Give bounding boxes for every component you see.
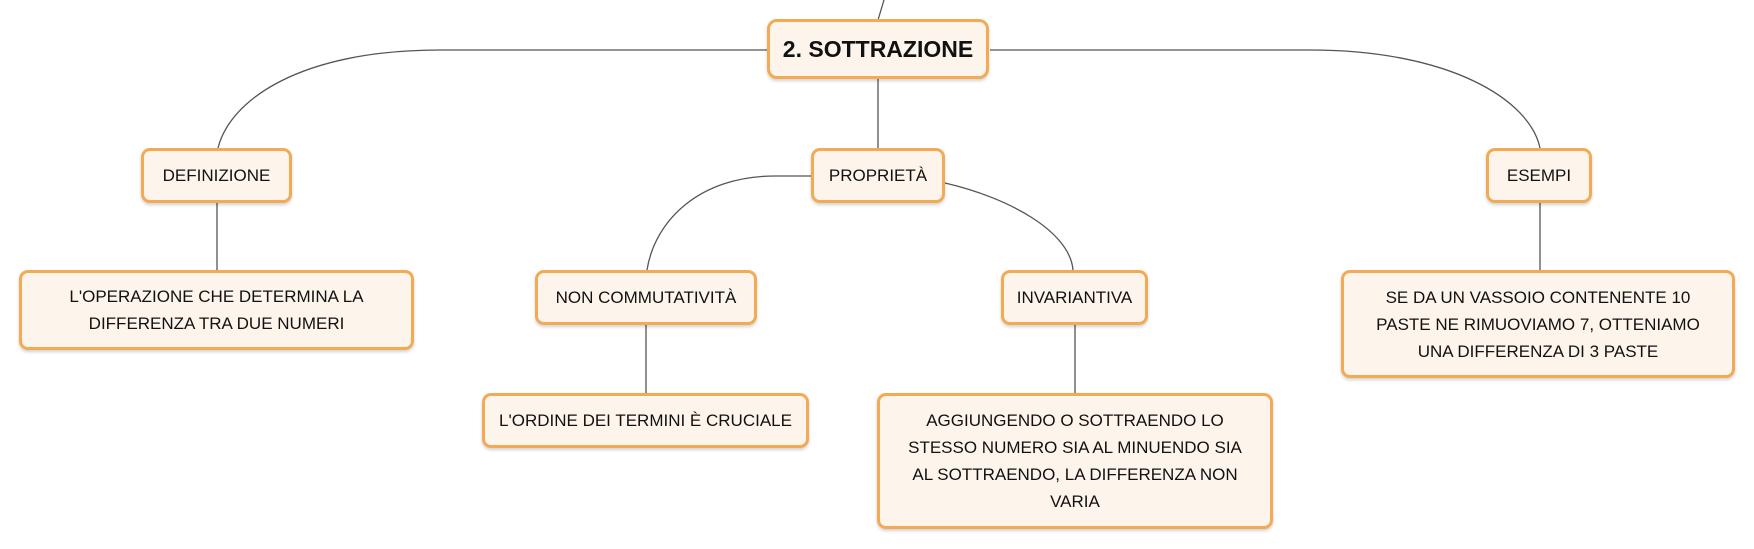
esempi-node[interactable]: ESEMPI bbox=[1486, 148, 1592, 203]
proprieta-node[interactable]: PROPRIETÀ bbox=[811, 148, 945, 203]
connector-root-to-esempi bbox=[990, 49, 1541, 149]
invariantiva-node[interactable]: INVARIANTIVA bbox=[1001, 270, 1148, 325]
non-commutativita-node[interactable]: NON COMMUTATIVITÀ bbox=[535, 270, 757, 325]
root-node[interactable]: 2. SOTTRAZIONE bbox=[767, 19, 989, 79]
esempi-detail-node[interactable]: SE DA UN VASSOIO CONTENENTE 10 PASTE NE … bbox=[1341, 270, 1735, 378]
definizione-detail-node[interactable]: L'OPERAZIONE CHE DETERMINA LA DIFFERENZA… bbox=[19, 270, 414, 350]
connector-parent-to-root bbox=[877, 0, 885, 21]
connector-proprieta-to-invariantiva bbox=[944, 182, 1074, 271]
connector-root-to-definizione bbox=[217, 49, 768, 149]
invariantiva-detail-node[interactable]: AGGIUNGENDO O SOTTRAENDO LO STESSO NUMER… bbox=[877, 393, 1273, 529]
non-commutativita-detail-node[interactable]: L'ORDINE DEI TERMINI È CRUCIALE bbox=[482, 393, 809, 448]
definizione-node[interactable]: DEFINIZIONE bbox=[141, 148, 292, 203]
connector-proprieta-to-non-commutativita bbox=[646, 175, 811, 271]
